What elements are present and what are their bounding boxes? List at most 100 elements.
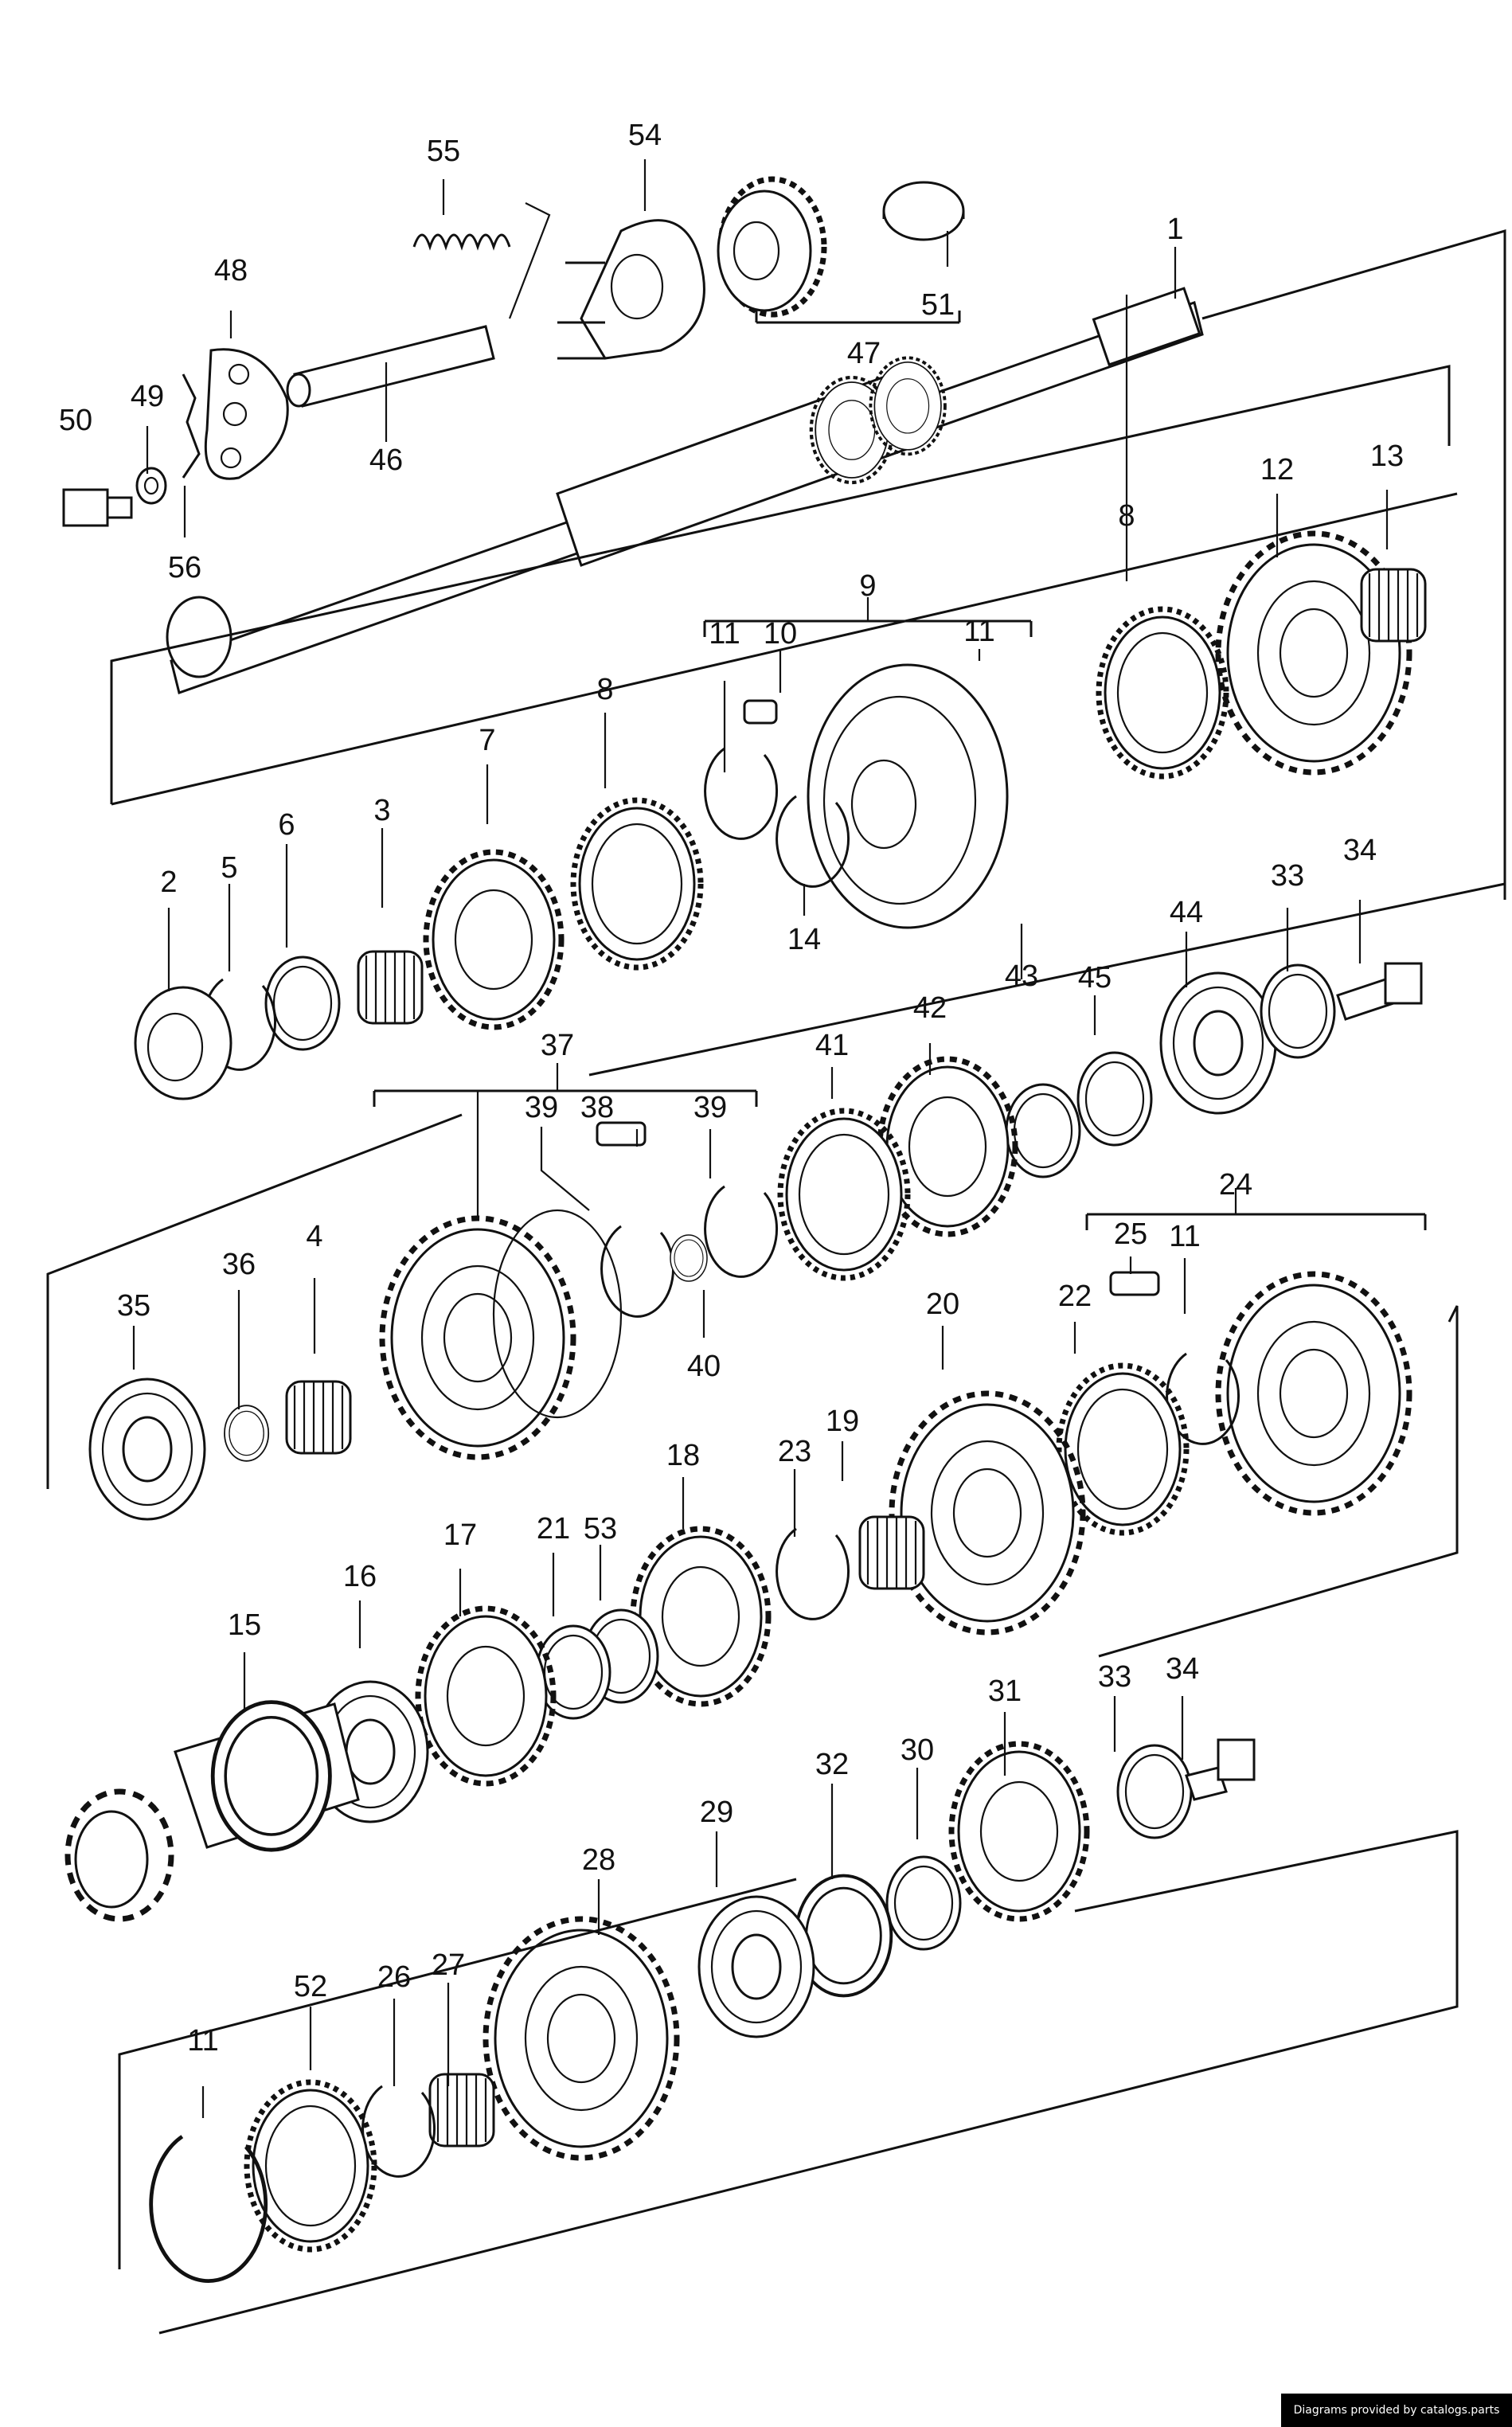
- callout-35: 35: [117, 1289, 150, 1323]
- needle-bearing-3: [357, 950, 424, 1025]
- callout-34-a: 34: [1343, 834, 1377, 867]
- sync-ring-41: [780, 1111, 908, 1278]
- callout-36: 36: [222, 1248, 256, 1281]
- callout-38: 38: [580, 1091, 614, 1124]
- locking-tab: [182, 373, 201, 479]
- callout-24: 24: [1219, 1168, 1252, 1202]
- callout-23: 23: [778, 1435, 811, 1468]
- callout-4: 4: [306, 1220, 322, 1253]
- callout-11-a: 11: [709, 617, 740, 651]
- gear-17: [418, 1608, 553, 1784]
- callout-54: 54: [628, 119, 662, 152]
- callout-34-b: 34: [1166, 1652, 1199, 1686]
- callout-11-c: 11: [1169, 1220, 1200, 1253]
- needle-bearing-27: [428, 2073, 495, 2148]
- callout-32: 32: [815, 1748, 849, 1781]
- callout-48: 48: [214, 254, 248, 287]
- shim-15: [213, 1702, 330, 1851]
- callout-39-b: 39: [693, 1091, 727, 1124]
- callout-46: 46: [369, 444, 403, 477]
- bolt-small: [62, 488, 133, 527]
- bushing: [882, 181, 965, 241]
- callout-27: 27: [432, 1948, 465, 1982]
- callout-1: 1: [1166, 213, 1183, 246]
- callout-10: 10: [764, 617, 797, 651]
- bolt-34-b: [1185, 1738, 1256, 1801]
- callout-39-a: 39: [525, 1091, 558, 1124]
- spring: [412, 233, 511, 251]
- callout-20: 20: [926, 1288, 959, 1321]
- callout-33-b: 33: [1098, 1660, 1131, 1694]
- gear-28: [486, 1919, 677, 2158]
- needle-bearing-4: [285, 1380, 352, 1455]
- callout-22: 22: [1058, 1280, 1092, 1313]
- gear-31: [951, 1744, 1087, 1919]
- shim-45: [1076, 1051, 1153, 1147]
- washer-33-b: [1116, 1744, 1193, 1839]
- callout-52: 52: [294, 1970, 327, 2003]
- ring-40: [670, 1234, 708, 1282]
- needle-bearing-19: [858, 1515, 925, 1590]
- callout-7: 7: [479, 724, 495, 757]
- callout-labels: 1 2 3 4 5 6 7 8 8 9 10 11 11 11 11 12 13…: [59, 119, 1404, 2058]
- callout-40: 40: [687, 1350, 721, 1383]
- callout-17: 17: [443, 1518, 477, 1552]
- callout-25: 25: [1114, 1217, 1147, 1251]
- callout-21: 21: [537, 1512, 570, 1546]
- callout-56: 56: [168, 551, 201, 584]
- callout-45: 45: [1078, 961, 1112, 995]
- frame-lines: [46, 229, 1506, 2335]
- callout-18: 18: [666, 1439, 700, 1472]
- callout-49: 49: [131, 380, 164, 413]
- leader-lines: [132, 159, 1389, 2118]
- sync-ring-52: [247, 2082, 374, 2249]
- callout-16: 16: [343, 1560, 377, 1593]
- callout-42: 42: [913, 991, 947, 1025]
- callout-14: 14: [787, 923, 821, 956]
- key-38: [596, 1121, 647, 1147]
- bearing-35: [88, 1378, 206, 1521]
- callout-53: 53: [584, 1512, 617, 1546]
- callout-3: 3: [373, 794, 390, 827]
- callout-31: 31: [988, 1675, 1022, 1708]
- sync-ring-8-lower: [573, 800, 701, 967]
- washer-small: [135, 467, 167, 505]
- callout-5: 5: [221, 851, 237, 885]
- gear-20: [892, 1393, 1083, 1632]
- spacer-30: [885, 1855, 962, 1951]
- callout-2: 2: [160, 866, 177, 899]
- gear-7: [426, 852, 561, 1027]
- washer-33: [1260, 963, 1336, 1059]
- callout-12: 12: [1260, 453, 1294, 487]
- washer-6: [264, 956, 341, 1051]
- circlip-39-a: [600, 1225, 675, 1318]
- callout-51: 51: [921, 288, 955, 322]
- bearing-2: [134, 986, 232, 1100]
- selector-shaft: [286, 325, 495, 408]
- sync-ring-22: [1059, 1366, 1186, 1533]
- callout-6: 6: [278, 808, 295, 842]
- callout-37: 37: [541, 1029, 574, 1062]
- shift-fork: [557, 219, 705, 360]
- reverse-gear: [717, 176, 827, 318]
- callout-8-lower: 8: [596, 673, 613, 706]
- callout-13: 13: [1370, 440, 1404, 473]
- bearing-29: [697, 1895, 815, 2038]
- callout-15: 15: [228, 1608, 261, 1642]
- callout-41: 41: [815, 1029, 849, 1062]
- gear-37: [382, 1209, 623, 1457]
- callout-30: 30: [901, 1733, 934, 1767]
- needle-bearing-13: [1360, 568, 1427, 643]
- circlip-36: [224, 1405, 270, 1462]
- lock-plate: [204, 348, 289, 480]
- gear-24: [1218, 1274, 1409, 1513]
- callout-11-d: 11: [187, 2024, 218, 2058]
- callout-55: 55: [427, 135, 460, 168]
- callout-44: 44: [1170, 896, 1203, 929]
- callout-11-b: 11: [963, 615, 994, 648]
- circlip-11: [704, 747, 779, 840]
- key-25: [1109, 1271, 1160, 1296]
- callout-50: 50: [59, 404, 92, 437]
- callout-47: 47: [847, 337, 881, 370]
